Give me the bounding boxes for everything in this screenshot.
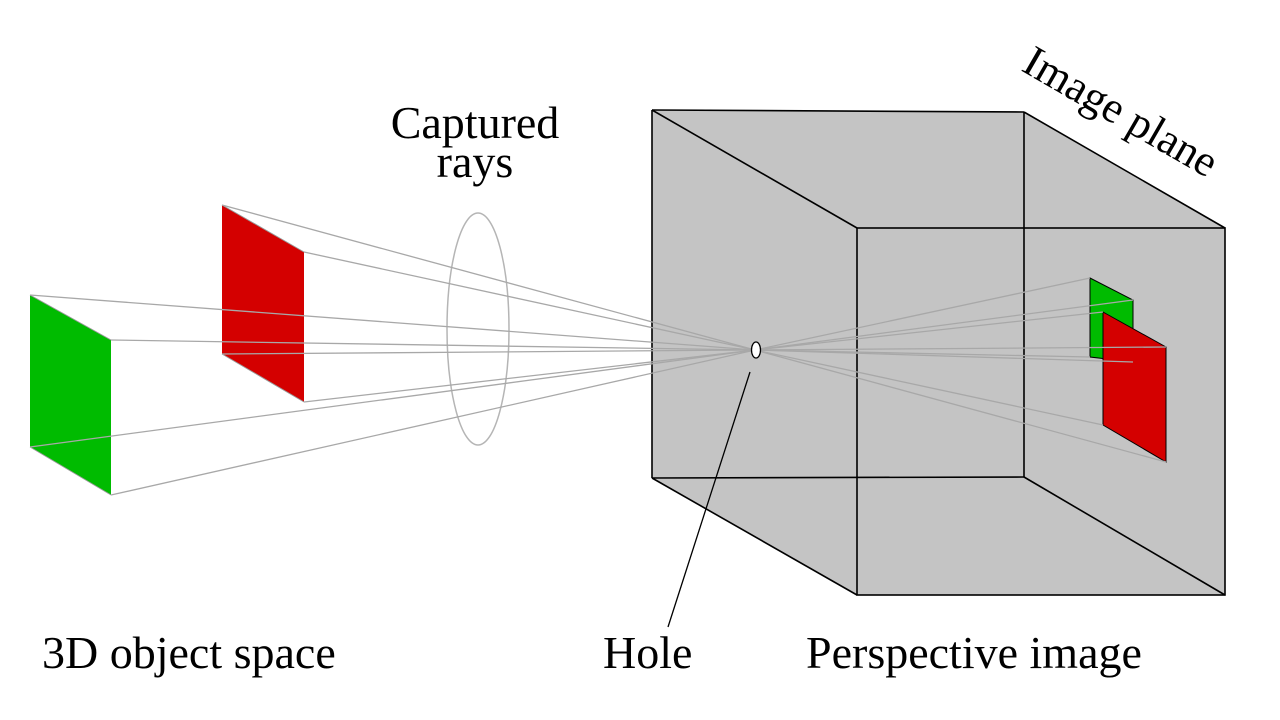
box-edge: [651, 476, 1025, 479]
ray: [221, 204, 756, 351]
captured-rays-label: Captured: [391, 97, 560, 148]
ray: [110, 349, 756, 496]
outgoing-rays: [754, 277, 1167, 463]
ray: [754, 311, 1104, 351]
ray: [221, 349, 756, 355]
ray: [754, 299, 1134, 351]
ray: [29, 294, 756, 351]
box-edge: [651, 477, 858, 596]
pinhole: [750, 341, 762, 359]
hole-leader-line: [667, 371, 751, 628]
incoming-rays: [29, 204, 756, 496]
box-edge: [1023, 111, 1226, 229]
box-edge: [651, 109, 1025, 113]
ray: [303, 251, 756, 351]
object-space-label: 3D object space: [42, 627, 336, 678]
camera-box: [651, 109, 1226, 596]
ray: [754, 346, 1167, 351]
ray: [754, 349, 1104, 426]
object-red: [221, 204, 305, 403]
perspective-image-label: Perspective image: [806, 627, 1142, 678]
camera-box-body: [652, 110, 1225, 595]
captured-rays-label-line2: rays: [437, 136, 514, 187]
box-edge: [651, 109, 858, 229]
captured-rays-ellipse: [446, 212, 510, 446]
ray: [29, 349, 756, 448]
ray: [303, 349, 756, 403]
ray: [754, 277, 1091, 351]
object-green: [29, 294, 112, 496]
ray: [110, 339, 756, 351]
front-face-edge: [856, 227, 1226, 596]
ray: [754, 349, 1134, 363]
hole-label: Hole: [603, 627, 692, 678]
ray: [754, 349, 1167, 463]
box-edge: [1023, 476, 1226, 596]
